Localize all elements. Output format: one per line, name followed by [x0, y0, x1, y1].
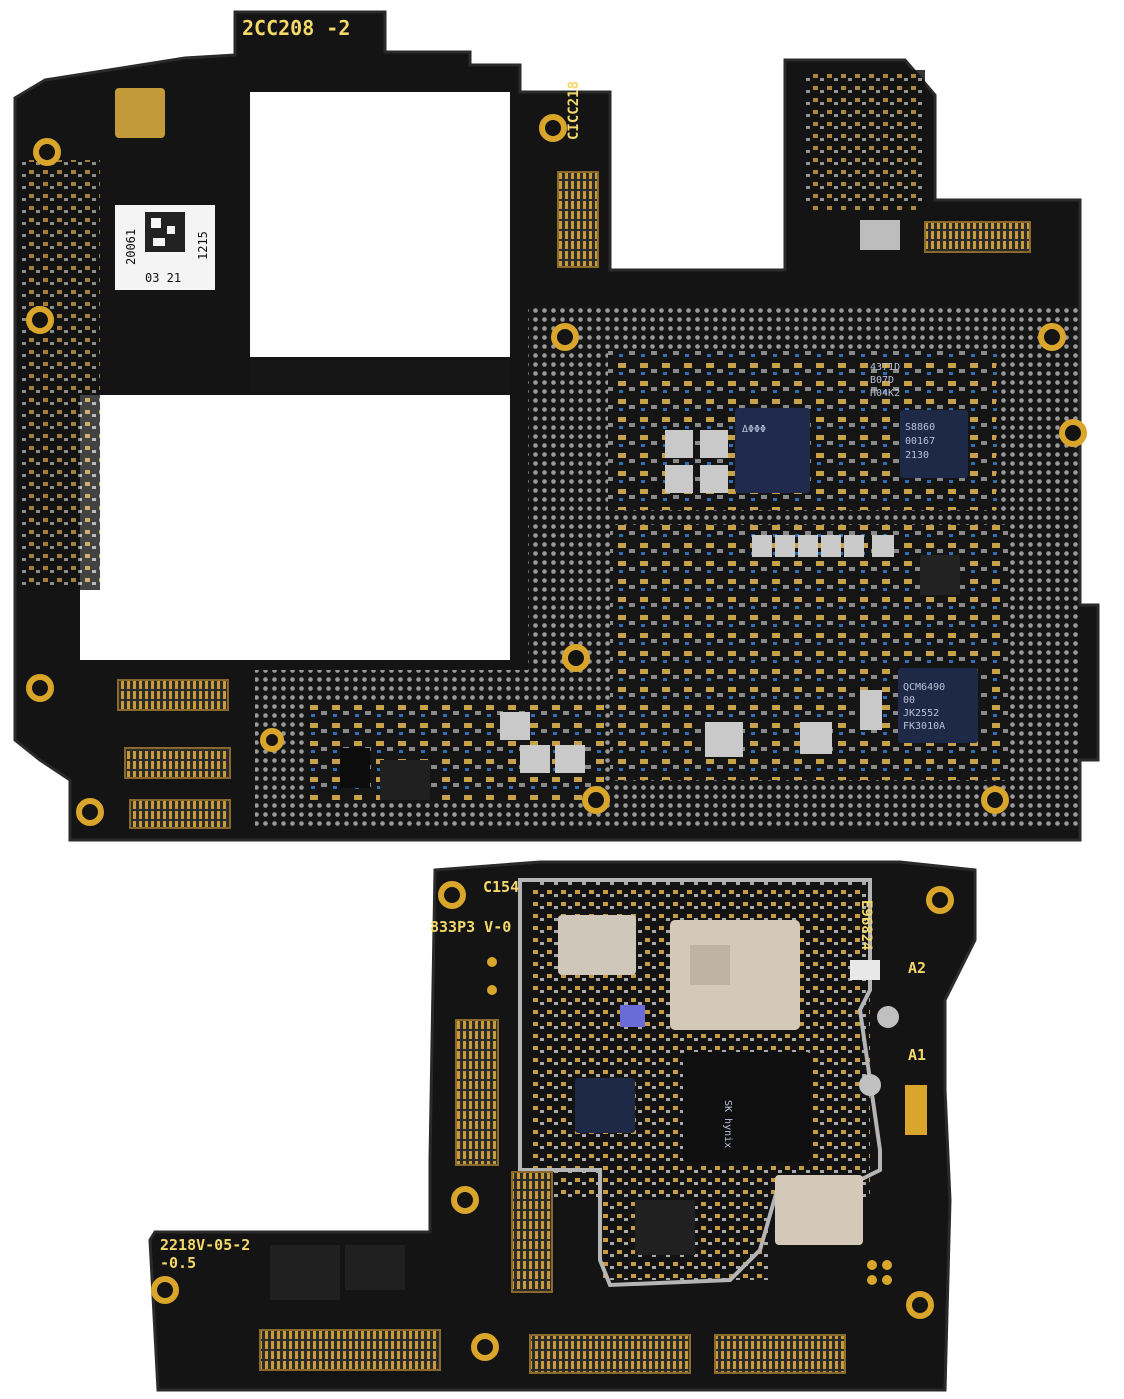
small-shield — [860, 220, 900, 250]
sticker-line-3: 1215 — [196, 231, 210, 260]
lower-silk-a2: A2 — [908, 959, 926, 977]
crystal — [115, 88, 165, 138]
lower-silk-c154: C154 — [483, 878, 519, 896]
lower-silk-bottom-2: -0.5 — [160, 1254, 196, 1272]
chip-c: QCM6490 00 JK2552 FK3010A — [898, 668, 978, 743]
pmic-chip — [575, 1078, 635, 1133]
coax-connectors — [850, 960, 927, 1135]
connectors-lower — [259, 1019, 846, 1374]
memory-chip-label: SK hynix — [722, 1100, 733, 1148]
test-pads — [487, 957, 892, 1285]
lower-silk-e: E96824 — [858, 900, 874, 951]
upper-silk-top: 2CC208 -2 — [242, 16, 350, 40]
chip-c-line-4: FK3010A — [903, 721, 945, 732]
memory-chip: SK hynix — [683, 1052, 810, 1162]
soc-chip — [670, 920, 800, 1030]
component-left-strip — [20, 160, 100, 590]
mounting-holes-lower — [151, 881, 954, 1361]
small-chip-blue — [620, 1005, 645, 1027]
chip-e — [340, 748, 370, 788]
connectors-upper — [117, 171, 1031, 829]
rf-chip — [775, 1175, 863, 1245]
shield-frame — [518, 878, 882, 1288]
lower-silk-bottom: 2218V-05-2 — [160, 1236, 250, 1254]
chip-d — [920, 555, 960, 595]
upper-cutout-bottom — [80, 395, 510, 660]
lower-board: SK hynix C154 833P3 V-0 E96824 A2 A1 221… — [148, 860, 977, 1392]
chip-b: S8860 00167 2130 — [900, 410, 968, 478]
chip-row-left — [270, 1245, 340, 1300]
upper-silk-connector: CICC218 — [566, 81, 582, 140]
upper-cutout-top — [250, 92, 510, 357]
chip-c-line-3: JK2552 — [903, 708, 939, 719]
sticker-line-1: 20061 — [124, 229, 138, 265]
qr-sticker: 20061 03 21 1215 — [115, 205, 215, 290]
chip-a-label: 4371D B07D H04K2 — [870, 362, 900, 399]
svg-text:ΔΦΦΦ: ΔΦΦΦ — [742, 424, 766, 435]
chip-b-line-1: S8860 — [905, 422, 935, 433]
chip-b-line-2: 00167 — [905, 436, 935, 447]
sticker-line-2: 03 21 — [145, 271, 181, 285]
shield-pads — [500, 430, 894, 773]
component-right-strip — [805, 70, 925, 210]
chip-a: ΔΦΦΦ — [735, 408, 810, 493]
chip-f — [380, 760, 430, 800]
rf-shield-chip — [558, 915, 636, 975]
upper-board: ΔΦΦΦ S8860 00167 2130 4371D B07D H04K2 Q… — [13, 10, 1100, 842]
chip-row-left-2 — [345, 1245, 405, 1290]
chip-a-line-2: B07D — [870, 375, 894, 386]
chip-c-line-1: QCM6490 — [903, 682, 945, 693]
chip-b-line-3: 2130 — [905, 450, 929, 461]
dark-chip — [635, 1200, 695, 1255]
lower-silk-a1: A1 — [908, 1046, 926, 1064]
chip-a-line-1: 4371D — [870, 362, 900, 373]
chip-a-line-3: H04K2 — [870, 388, 900, 399]
chip-c-line-2: 00 — [903, 695, 915, 706]
mounting-holes-upper — [26, 114, 1087, 826]
lower-silk-833: 833P3 V-0 — [430, 918, 511, 936]
